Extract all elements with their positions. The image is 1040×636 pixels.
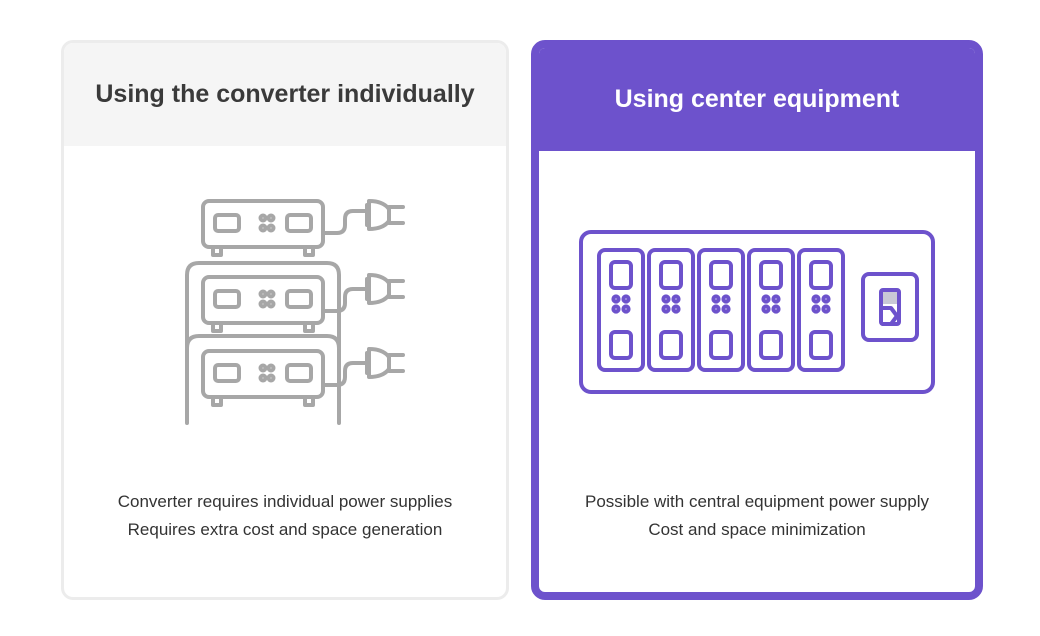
- stacked-converters-icon: [64, 193, 506, 433]
- right-desc-line-1: Possible with central equipment power su…: [585, 492, 929, 511]
- plug-2: [365, 273, 405, 305]
- left-card-title: Using the converter individually: [64, 43, 506, 146]
- left-desc-line-2: Requires extra cost and space generation: [127, 520, 443, 539]
- power-switch: [861, 272, 919, 342]
- central-power-rack-icon: [539, 228, 975, 408]
- converter-unit-2: [201, 275, 369, 333]
- plug-1: [365, 199, 405, 231]
- left-desc-line-1: Converter requires individual power supp…: [117, 492, 453, 511]
- right-card-title: Using center equipment: [539, 48, 975, 151]
- left-comparison-card: Using the converter individually: [61, 40, 509, 600]
- converter-unit-3: [201, 349, 369, 407]
- right-card-description: Possible with central equipment power su…: [539, 488, 975, 544]
- right-desc-line-2: Cost and space minimization: [648, 520, 866, 539]
- right-comparison-card: Using center equipment: [531, 40, 983, 600]
- plug-3: [365, 347, 405, 379]
- rack-modules: [597, 248, 845, 372]
- left-card-description: Converter requires individual power supp…: [64, 488, 506, 544]
- converter-unit-1: [201, 199, 369, 257]
